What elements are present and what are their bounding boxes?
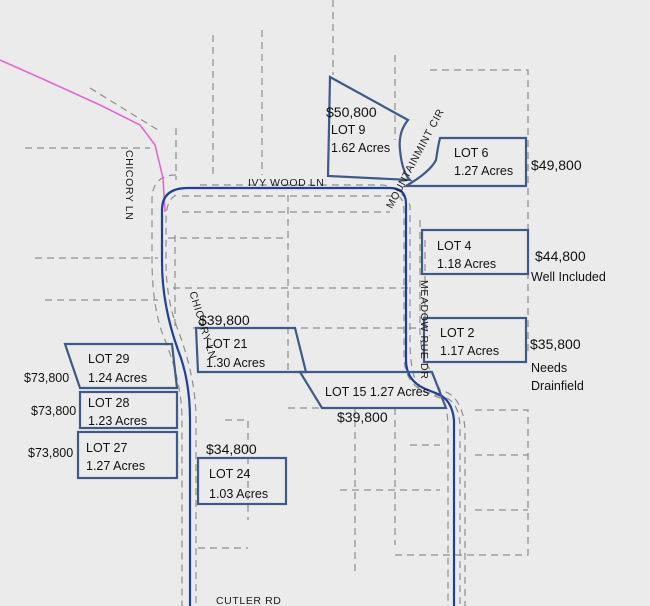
lot24-name: LOT 24 [209, 467, 251, 481]
lot28-outline [78, 390, 179, 430]
street-label-ivy-wood: IVY WOOD LN [248, 177, 325, 189]
lot27-price: $73,800 [28, 446, 74, 460]
lot9-name: LOT 9 [331, 123, 366, 137]
lot15-label: LOT 15 1.27 Acres [325, 385, 429, 399]
lot27-acres: 1.27 Acres [86, 459, 146, 473]
boundary-line [0, 59, 166, 213]
lot28-price: $73,800 [31, 404, 77, 418]
lot4-outline [420, 228, 530, 276]
lot24-price: $34,800 [206, 441, 257, 457]
lot21-acres: 1.30 Acres [206, 356, 266, 370]
street-label-chicory-upper: CHICORY LN [123, 150, 135, 221]
lot6-outline [401, 136, 528, 188]
lot2-name: LOT 2 [440, 326, 475, 340]
lot27-outline [76, 430, 179, 480]
lot29-outline [63, 342, 179, 390]
lot24-outline [196, 456, 288, 506]
lot2-outline [422, 316, 528, 364]
lot15-price: $39,800 [337, 409, 388, 425]
lot9-acres: 1.62 Acres [331, 141, 391, 155]
parcel-lines [25, 0, 529, 606]
lot9-price: $50,800 [326, 104, 377, 120]
lot29-acres: 1.24 Acres [88, 371, 148, 385]
lot29-name: LOT 29 [88, 352, 130, 366]
lot4-price: $44,800 [535, 248, 586, 264]
lot28-acres: 1.23 Acres [88, 414, 148, 428]
lot2-note-needs: Needs [531, 361, 568, 375]
lot4-note: Well Included [531, 270, 606, 284]
street-label-cutler: CUTLER RD [216, 595, 282, 606]
lot6-name: LOT 6 [454, 146, 489, 160]
lot-outlines [63, 75, 530, 506]
lot15-outline [298, 370, 448, 410]
lot28-name: LOT 28 [88, 396, 130, 410]
lot21-price: $39,800 [199, 312, 250, 328]
lot9-outline [326, 75, 413, 182]
lot6-acres: 1.27 Acres [454, 164, 514, 178]
lot21-name: LOT 21 [206, 337, 248, 351]
lot29-price: $73,800 [24, 371, 70, 385]
lot4-name: LOT 4 [437, 239, 472, 253]
lot6-price: $49,800 [531, 157, 582, 173]
lot27-name: LOT 27 [86, 441, 128, 455]
road-centerlines [160, 186, 456, 606]
lot4-acres: 1.18 Acres [437, 257, 497, 271]
lot2-note-drainfield: Drainfield [531, 379, 584, 393]
lot24-acres: 1.03 Acres [209, 487, 269, 501]
street-label-meadow-rue: MEADOW RUE DR [418, 280, 430, 380]
lot2-price: $35,800 [530, 336, 581, 352]
lot2-acres: 1.17 Acres [440, 344, 500, 358]
